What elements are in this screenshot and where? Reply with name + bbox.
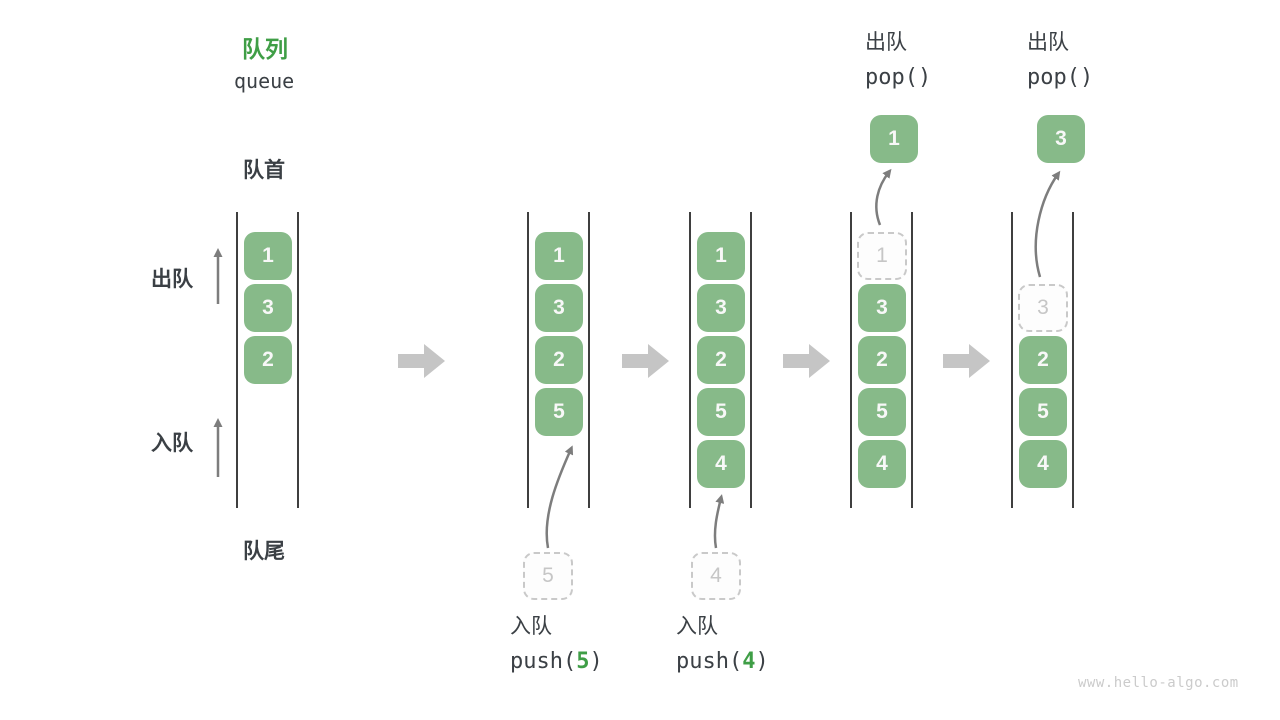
popped-element: 3 [1037, 115, 1085, 163]
queue-rail-right [911, 212, 913, 508]
dequeue-op-code: pop() [865, 65, 932, 90]
queue-element: 1 [697, 232, 745, 280]
enqueue-arrow [545, 445, 574, 549]
state-transition-arrow [398, 344, 445, 378]
queue-element: 2 [697, 336, 745, 384]
watermark: www.hello-algo.com [1078, 675, 1239, 691]
queue-rail-right [750, 212, 752, 508]
state-transition-arrow [622, 344, 669, 378]
enqueue-op-label: 入队 push(4) [676, 614, 769, 675]
queue-element: 2 [244, 336, 292, 384]
queue-element: 5 [1019, 388, 1067, 436]
queue-rail-left [527, 212, 529, 508]
queue-element: 3 [535, 284, 583, 332]
queue-front-label: 队首 [243, 159, 285, 182]
enqueue-arg: 4 [742, 649, 756, 674]
queue-element: 5 [858, 388, 906, 436]
queue-element: 1 [244, 232, 292, 280]
queue-element: 3 [858, 284, 906, 332]
enqueue-op-code: push(5) [510, 649, 603, 674]
state-transition-arrow [943, 344, 990, 378]
enqueue-op-zh: 入队 [510, 615, 552, 638]
queue-rail-right [588, 212, 590, 508]
queue-element: 4 [1019, 440, 1067, 488]
queue-rail-right [297, 212, 299, 508]
enqueue-op-zh: 入队 [676, 615, 718, 638]
queue-element-removed: 1 [857, 232, 907, 280]
incoming-element: 4 [691, 552, 741, 600]
enqueue-side-label: 入队 [151, 432, 193, 455]
dequeue-op-code: pop() [1027, 65, 1094, 90]
enqueue-op-label: 入队 push(5) [510, 614, 603, 675]
diagram-title-zh: 队列 [242, 36, 288, 62]
incoming-element: 5 [523, 552, 573, 600]
queue-rail-left [689, 212, 691, 508]
enqueue-arrow [713, 494, 725, 549]
diagram-title-en: queue [234, 69, 295, 93]
queue-element: 5 [697, 388, 745, 436]
queue-element: 3 [244, 284, 292, 332]
queue-element: 3 [697, 284, 745, 332]
state-transition-arrow [783, 344, 830, 378]
dequeue-arrow [1034, 170, 1061, 278]
queue-rail-left [1011, 212, 1013, 508]
dequeue-side-label: 出队 [151, 268, 193, 291]
queue-element: 5 [535, 388, 583, 436]
dequeue-arrow [875, 168, 892, 226]
queue-rail-left [236, 212, 238, 508]
queue-element: 2 [1019, 336, 1067, 384]
queue-rail-left [850, 212, 852, 508]
queue-element: 4 [697, 440, 745, 488]
dequeue-op-zh: 出队 [1027, 31, 1069, 54]
popped-element: 1 [870, 115, 918, 163]
enqueue-op-code: push(4) [676, 649, 769, 674]
queue-rear-label: 队尾 [243, 540, 285, 563]
queue-element: 1 [535, 232, 583, 280]
enqueue-arg: 5 [576, 649, 590, 674]
queue-element-removed: 3 [1018, 284, 1068, 332]
queue-element: 2 [535, 336, 583, 384]
queue-element: 2 [858, 336, 906, 384]
queue-rail-right [1072, 212, 1074, 508]
dequeue-op-label: 出队 pop() [865, 30, 931, 91]
dequeue-op-zh: 出队 [865, 31, 907, 54]
queue-element: 4 [858, 440, 906, 488]
dequeue-op-label: 出队 pop() [1027, 30, 1093, 91]
